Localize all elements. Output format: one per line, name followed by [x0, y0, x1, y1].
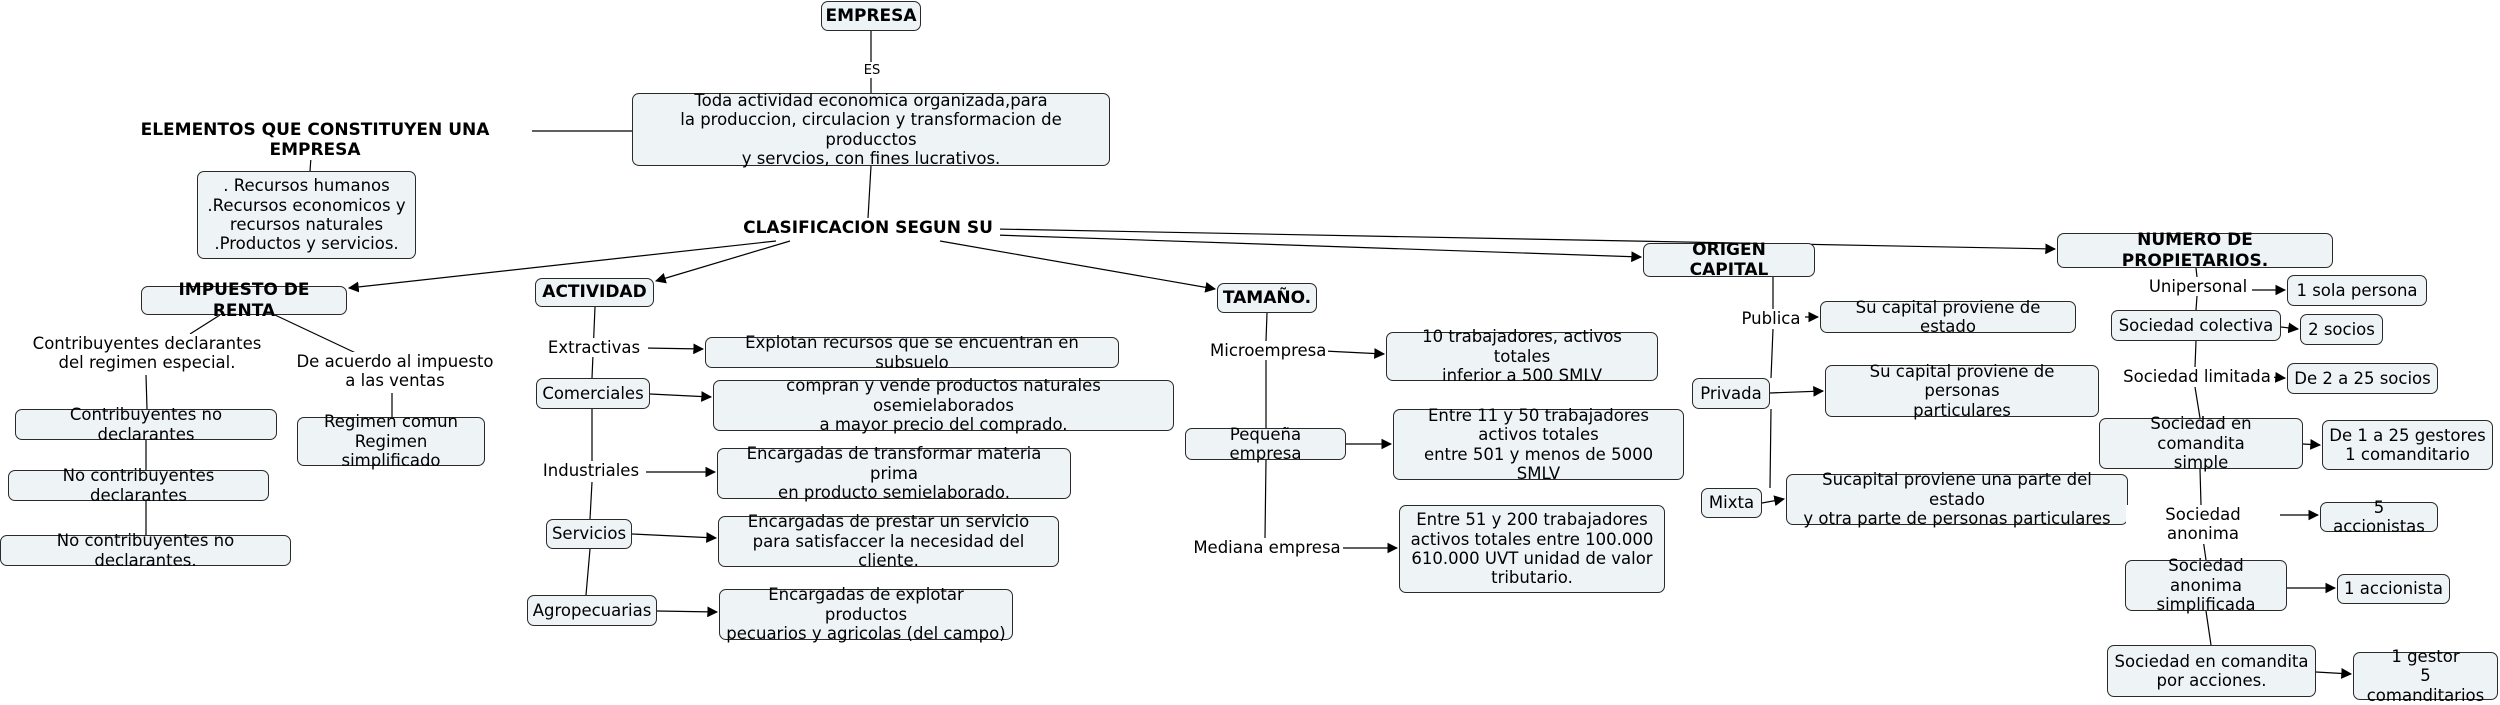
line-connector [1770, 328, 1774, 379]
node-privada: Privada [1692, 378, 1770, 409]
label-mediana: Mediana empresa [1191, 538, 1343, 558]
arrow-connector [631, 532, 718, 543]
line-connector [589, 481, 593, 520]
node-comandita-acciones: Sociedad en comandita por acciones. [2107, 645, 2316, 697]
line-connector [867, 165, 872, 219]
line-connector [2194, 386, 2201, 419]
node-comandita-acciones-desc: 1 gestor 5 comanditarios [2353, 647, 2498, 705]
node-definicion: Toda actividad economica organizada,para… [632, 91, 1110, 168]
node-comerciales-desc: compran y vende productos naturales osem… [713, 376, 1174, 434]
node-anonima-desc: 5 accionistas [2320, 498, 2438, 536]
node-privada-desc: Su capital proviene de personas particul… [1825, 362, 2099, 420]
label-clasificacion: CLASIFICACION SEGUN SU [736, 218, 1000, 239]
node-elementos: . Recursos humanos .Recursos economicos … [197, 171, 416, 259]
label-unipersonal: Unipersonal [2144, 277, 2252, 297]
arrow-connector [1761, 495, 1786, 507]
arrow-connector [347, 240, 777, 293]
node-industriales-desc: Encargadas de transformar materia prima … [717, 444, 1071, 502]
arrow-connector [2280, 322, 2300, 334]
node-publica-desc: Su capital proviene de estado [1820, 298, 2076, 336]
arrow-connector [1769, 385, 1825, 397]
label-sociedad-anonima: Sociedad anonima [2126, 505, 2280, 544]
node-origen-capital: ORIGEN CAPITAL [1643, 240, 1815, 280]
node-empresa: EMPRESA [821, 1, 921, 31]
node-tamano: TAMAÑO. [1217, 283, 1317, 313]
line-connector [189, 314, 221, 335]
node-comandita-simple-desc: De 1 a 25 gestores 1 comanditario [2322, 420, 2493, 470]
arrow-connector [654, 240, 791, 284]
label-impuesto-ventas: De acuerdo al impuesto a las ventas [288, 352, 502, 391]
line-connector [145, 374, 148, 410]
line-connector [2199, 468, 2202, 506]
node-limitada-desc: De 2 a 25 socios [2287, 363, 2438, 394]
node-mixta: Mixta [1701, 488, 1762, 518]
arrow-connector [643, 343, 705, 355]
node-extractivas-desc: Explotan recursos que se encuentran en s… [705, 333, 1119, 372]
node-pequena-desc: Entre 11 y 50 trabajadores activos total… [1393, 406, 1684, 483]
line-connector [1769, 408, 1772, 489]
node-mediana-desc: Entre 51 y 200 trabajadores activos tota… [1399, 505, 1665, 593]
line-connector [1265, 312, 1268, 342]
line-connector [1264, 459, 1267, 539]
arrow-connector [939, 240, 1217, 293]
arrow-connector [994, 234, 1643, 263]
node-comerciales: Comerciales [536, 378, 650, 409]
node-servicios: Servicios [546, 519, 632, 549]
label-contribuyentes-declarantes: Contribuyentes declarantes del regimen e… [30, 334, 264, 373]
node-colectiva-desc: 2 socios [2300, 314, 2383, 345]
label-publica: Publica [1737, 309, 1805, 329]
node-sociedad-colectiva: Sociedad colectiva [2111, 310, 2281, 341]
arrow-connector [994, 228, 2057, 255]
line-connector [2195, 267, 2198, 278]
node-numero-propietarios: NUMERO DE PROPIETARIOS. [2057, 230, 2333, 271]
label-sociedad-limitada: Sociedad limitada [2120, 367, 2274, 387]
label-industriales: Industriales [536, 461, 646, 481]
line-connector [2195, 295, 2198, 311]
node-anonima-simplificada-desc: 1 accionista [2337, 574, 2450, 604]
node-contribuyentes-no-declarantes: Contribuyentes no declarantes [15, 405, 277, 444]
node-regimen: Regimen comun Regimen simplificado [297, 412, 485, 470]
arrow-connector [656, 606, 719, 618]
label-es: ES [858, 63, 886, 79]
node-comandita-simple: Sociedad en comandita simple [2099, 414, 2303, 472]
node-anonima-simplificada: Sociedad anonima simplificada [2125, 556, 2287, 614]
label-elementos-titulo: ELEMENTOS QUE CONSTITUYEN UNA EMPRESA [98, 120, 532, 161]
node-servicios-desc: Encargadas de prestar un servicio para s… [718, 512, 1059, 570]
node-no-contribuyentes-no-declarantes: No contribuyentes no declarantes. [0, 531, 291, 570]
arrow-connector [1323, 348, 1386, 359]
line-connector [2194, 340, 2197, 368]
node-unipersonal-desc: 1 sola persona [2287, 275, 2427, 306]
line-connector [274, 314, 361, 356]
node-agropecuarias-desc: Encargadas de explotar productos pecuari… [719, 585, 1013, 643]
node-mixta-desc: Sucapital proviene una parte del estado … [1786, 470, 2128, 528]
node-agropecuarias: Agropecuarias [527, 595, 657, 626]
line-connector [2205, 610, 2212, 646]
line-connector [585, 548, 591, 596]
node-impuesto-renta: IMPUESTO DE RENTA [141, 280, 347, 321]
label-extractivas: Extractivas [540, 338, 648, 358]
node-pequena: Pequeña empresa [1185, 425, 1346, 463]
node-micro-desc: 10 trabajadores, activos totales inferio… [1386, 327, 1658, 385]
arrow-connector [2315, 668, 2353, 679]
node-actividad: ACTIVIDAD [535, 278, 654, 307]
arrow-connector [2302, 439, 2322, 450]
label-microempresa: Microempresa [1208, 341, 1328, 361]
arrow-connector [649, 391, 713, 402]
node-no-contribuyentes-declarantes: No contribuyentes declarantes [8, 466, 269, 505]
